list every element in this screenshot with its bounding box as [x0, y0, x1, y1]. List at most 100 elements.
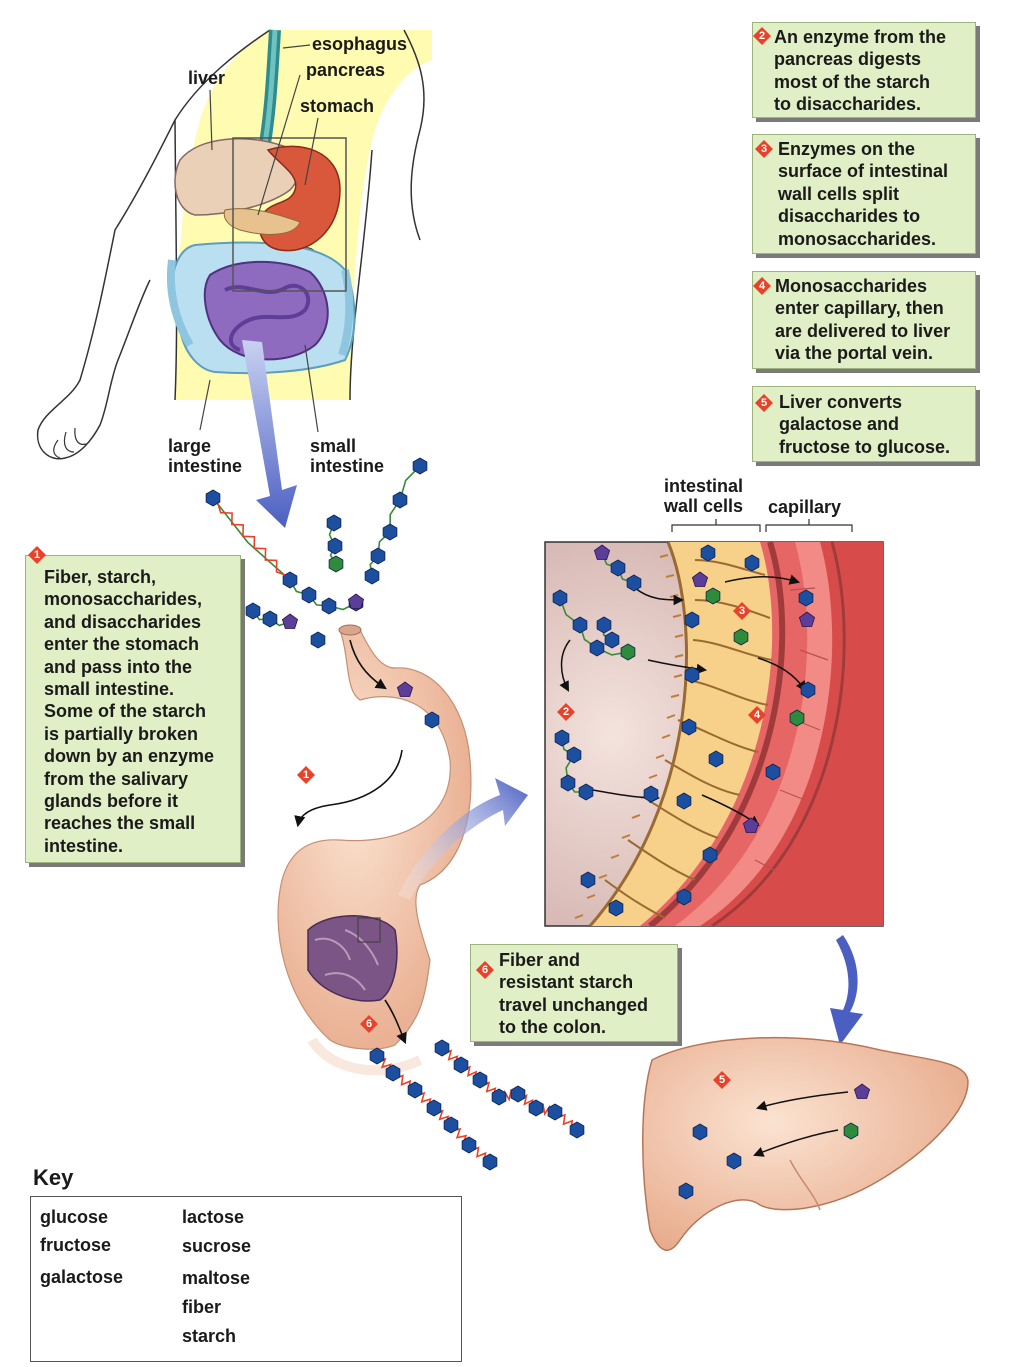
liver-organ [642, 1036, 969, 1251]
galactose-molecule [705, 587, 721, 605]
step-2-marker: 2 [753, 27, 771, 45]
label-large-intestine: large intestine [168, 436, 243, 476]
glucose-molecule [676, 888, 692, 906]
glucose-molecule [798, 589, 814, 607]
galactose-molecule [733, 628, 749, 646]
key-label-maltose: maltose [182, 1268, 251, 1288]
step-box-5: 5 Liver converts galactose and fructose … [752, 386, 976, 462]
intestinal-wall-panel [544, 541, 884, 927]
step-box-4: 4 Monosaccharides enter capillary, then … [752, 271, 976, 369]
glucose-molecule [604, 631, 620, 649]
liver-organ-small [174, 138, 300, 216]
galactose-molecule [843, 1122, 859, 1140]
glucose-molecule [610, 559, 626, 577]
label-pancreas: pancreas [306, 60, 386, 80]
step-1-marker: 1 [28, 546, 46, 564]
glucose-molecule [412, 457, 428, 475]
glucose-molecule [684, 611, 700, 629]
glucose-molecule [461, 1136, 477, 1154]
zoom-box [232, 137, 347, 292]
glucose-molecule [262, 610, 278, 628]
liver-arrows [753, 1091, 849, 1157]
molecule-chains [205, 457, 642, 1171]
fiber-bond [217, 503, 286, 576]
glucose-molecule [566, 746, 582, 764]
glucose-molecule [678, 1182, 694, 1200]
step-box-6: 6 Fiber and resistant starch travel unch… [470, 944, 678, 1042]
molecule-singles [310, 544, 871, 1200]
fructose-molecule [347, 593, 365, 609]
glucose-molecule [385, 1064, 401, 1082]
glucose-molecule [482, 1153, 498, 1171]
fructose-molecule [691, 571, 709, 587]
glucose-molecule [596, 616, 612, 634]
step-6-marker: 6 [476, 961, 494, 979]
fructose-molecule [853, 1083, 871, 1099]
glucose-molecule [510, 1085, 526, 1103]
galactose-molecule [620, 643, 636, 661]
fructose-molecule [281, 613, 299, 629]
galactose-molecule [789, 709, 805, 727]
marker-4: 4 [748, 706, 766, 724]
glucose-molecule [364, 567, 380, 585]
glucose-molecule [626, 574, 642, 592]
panel-brackets [671, 519, 853, 532]
glucose-molecule [560, 774, 576, 792]
galactose-molecule [328, 555, 344, 573]
glucose-molecule [708, 750, 724, 768]
marker-3: 3 [733, 602, 751, 620]
glucose-molecule [589, 639, 605, 657]
glucose-molecule [370, 547, 386, 565]
key-label-lactose: lactose [182, 1207, 245, 1227]
small-intestine-organ [203, 260, 329, 361]
step-box-3: 3 Enzymes on the surface of intestinal w… [752, 134, 976, 254]
label-stomach: stomach [300, 96, 375, 116]
glucose-molecule [692, 1123, 708, 1141]
glucose-molecule [327, 537, 343, 555]
label-liver: liver [188, 68, 226, 88]
marker-6: 6 [360, 1015, 378, 1033]
glucose-molecule [326, 514, 342, 532]
glucose-molecule [744, 554, 760, 572]
glucose-molecule [681, 718, 697, 736]
glucose-molecule [392, 491, 408, 509]
glucose-molecule [453, 1056, 469, 1074]
glucose-molecule [643, 785, 659, 803]
step-5-marker: 5 [755, 394, 773, 412]
key-label-galactose: galactose [40, 1267, 124, 1287]
leader-lines [199, 44, 319, 433]
glucose-molecule [310, 631, 326, 649]
marker-2: 2 [557, 703, 575, 721]
key-label-sucrose: sucrose [182, 1236, 252, 1256]
marker-1: 1 [297, 766, 315, 784]
glucose-molecule [443, 1116, 459, 1134]
stomach-path-arrows [294, 639, 407, 1045]
glucose-molecule [800, 681, 816, 699]
glucose-molecule [547, 1103, 563, 1121]
glucose-molecule [472, 1071, 488, 1089]
glucose-molecule [572, 616, 588, 634]
flow-arrow-to-panel [398, 778, 528, 900]
glucose-molecule [554, 729, 570, 747]
glucose-molecule [676, 792, 692, 810]
glucose-molecule [569, 1121, 585, 1139]
step-4-marker: 4 [753, 277, 771, 295]
step-box-2: 2 An enzyme from the pancreas digests mo… [752, 22, 976, 118]
glucose-molecule [382, 523, 398, 541]
step-box-1: 1 Fiber, starch, monosaccharides, and di… [25, 546, 241, 863]
glucose-molecule [700, 544, 716, 562]
key-label-glucose: glucose [40, 1207, 109, 1227]
glucose-molecule [528, 1099, 544, 1117]
glucose-molecule [608, 899, 624, 917]
flow-arrow-to-liver [830, 935, 863, 1045]
fructose-molecule [396, 681, 414, 697]
glucose-molecule [205, 489, 221, 507]
key-title: Key [33, 1165, 74, 1190]
glucose-molecule [552, 589, 568, 607]
glucose-molecule [245, 602, 261, 620]
glucose-molecule [321, 597, 337, 615]
stomach-and-intestine [277, 624, 472, 1076]
key-label-starch: starch [182, 1326, 237, 1346]
glucose-molecule [424, 711, 440, 729]
